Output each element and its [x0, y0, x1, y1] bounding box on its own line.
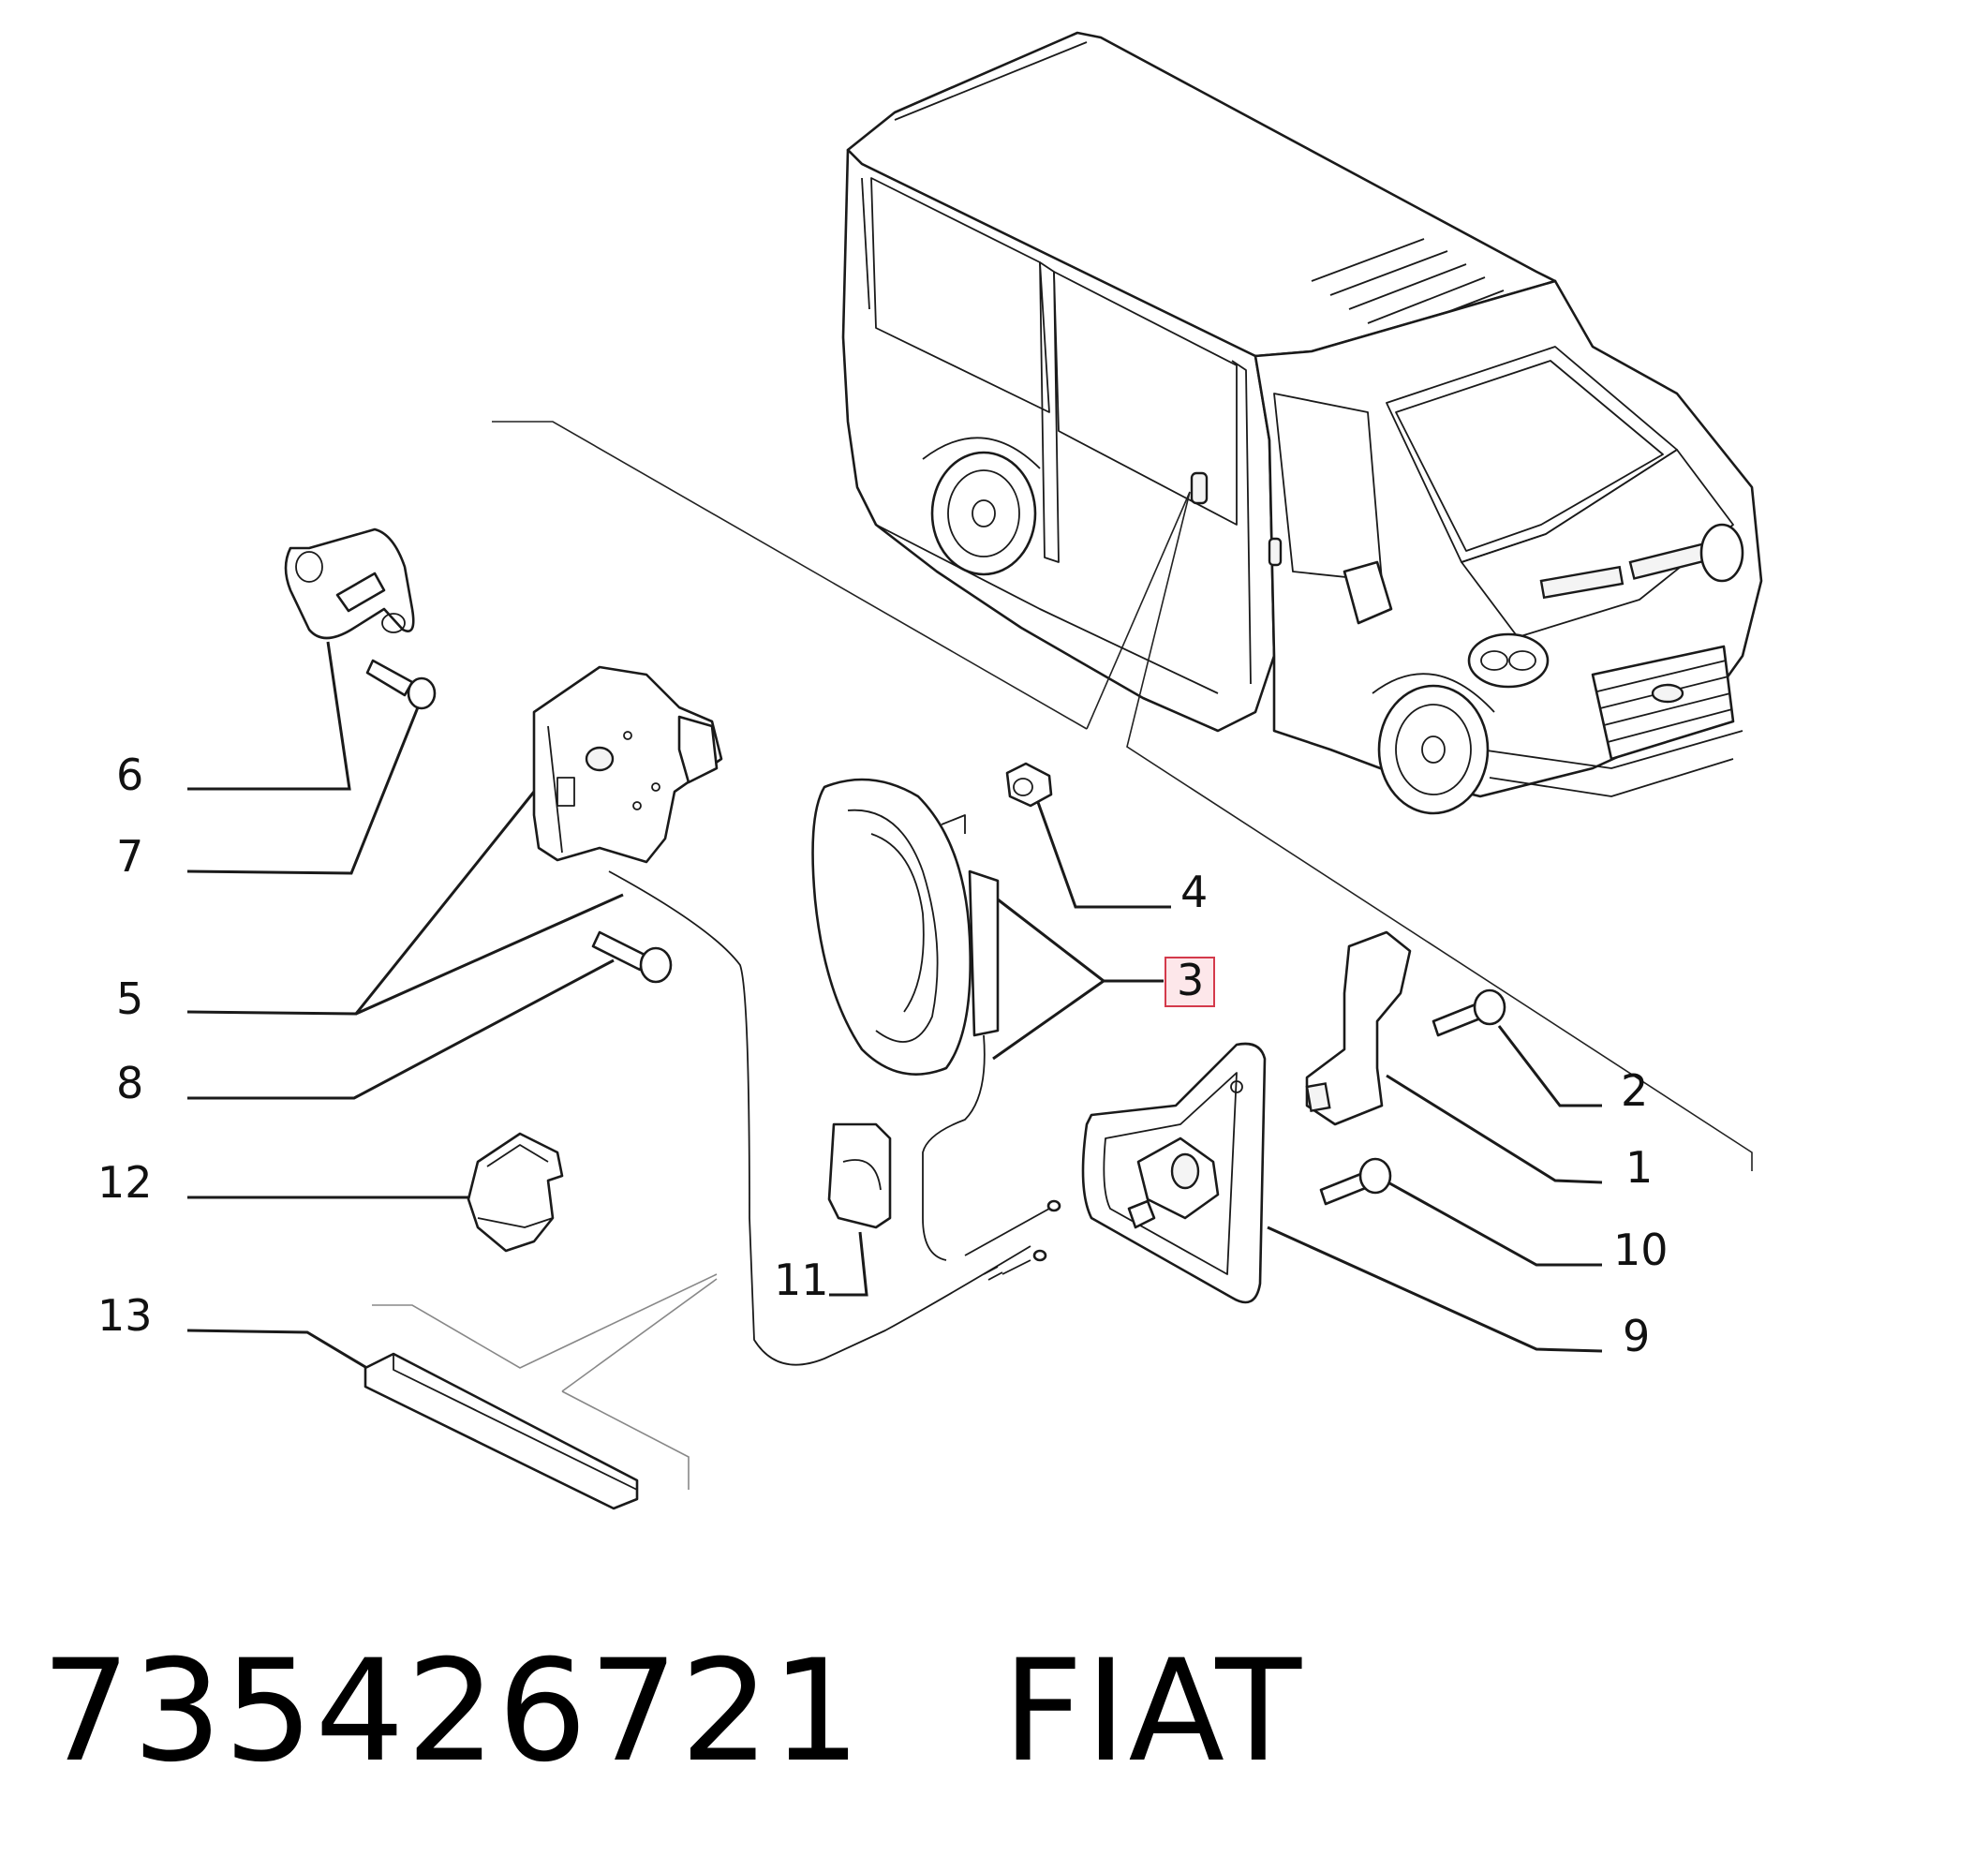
part-1-lever [1305, 930, 1412, 1126]
part-4-nut [1005, 762, 1053, 808]
callout-2: 2 [1621, 1065, 1648, 1116]
brand-name: FIAT [1001, 1630, 1304, 1793]
callout-7: 7 [116, 831, 143, 882]
callout-6: 6 [116, 750, 143, 800]
callout-12: 12 [97, 1157, 153, 1208]
part-5-lock-mechanism [532, 665, 723, 864]
callout-4: 4 [1180, 867, 1208, 917]
part-8-bolt [591, 930, 673, 984]
part-11-clip [827, 1122, 892, 1229]
callout-5: 5 [116, 973, 143, 1024]
part-number: 735426721 [41, 1630, 863, 1793]
part-7-bolt [365, 659, 437, 710]
part-9-inner-plate [1081, 1042, 1267, 1304]
callout-13: 13 [97, 1290, 153, 1341]
release-cable [608, 870, 1031, 1366]
part-number-footer: 735426721 FIAT [41, 1630, 1303, 1793]
part-13-strip [363, 1352, 639, 1510]
part-12-clip [467, 1132, 564, 1253]
callout-11: 11 [774, 1255, 829, 1305]
callout-10: 10 [1613, 1225, 1669, 1275]
callout-8: 8 [116, 1058, 143, 1108]
part-6-bracket [284, 527, 415, 640]
callout-labels: 6 7 5 8 12 13 11 4 3 2 1 10 9 [97, 750, 1669, 1361]
leader-lines [186, 421, 1753, 1490]
van-illustration [841, 31, 1763, 815]
part-10-screw [1319, 1157, 1392, 1206]
callout-3-highlight [1165, 957, 1215, 1007]
part-2-screw [1432, 988, 1506, 1037]
part-3-outer-handle [811, 778, 1000, 1261]
cable-ends [964, 1199, 1061, 1275]
callout-9: 9 [1623, 1311, 1650, 1361]
callout-3: 3 [1177, 955, 1204, 1005]
callout-1: 1 [1625, 1142, 1653, 1193]
